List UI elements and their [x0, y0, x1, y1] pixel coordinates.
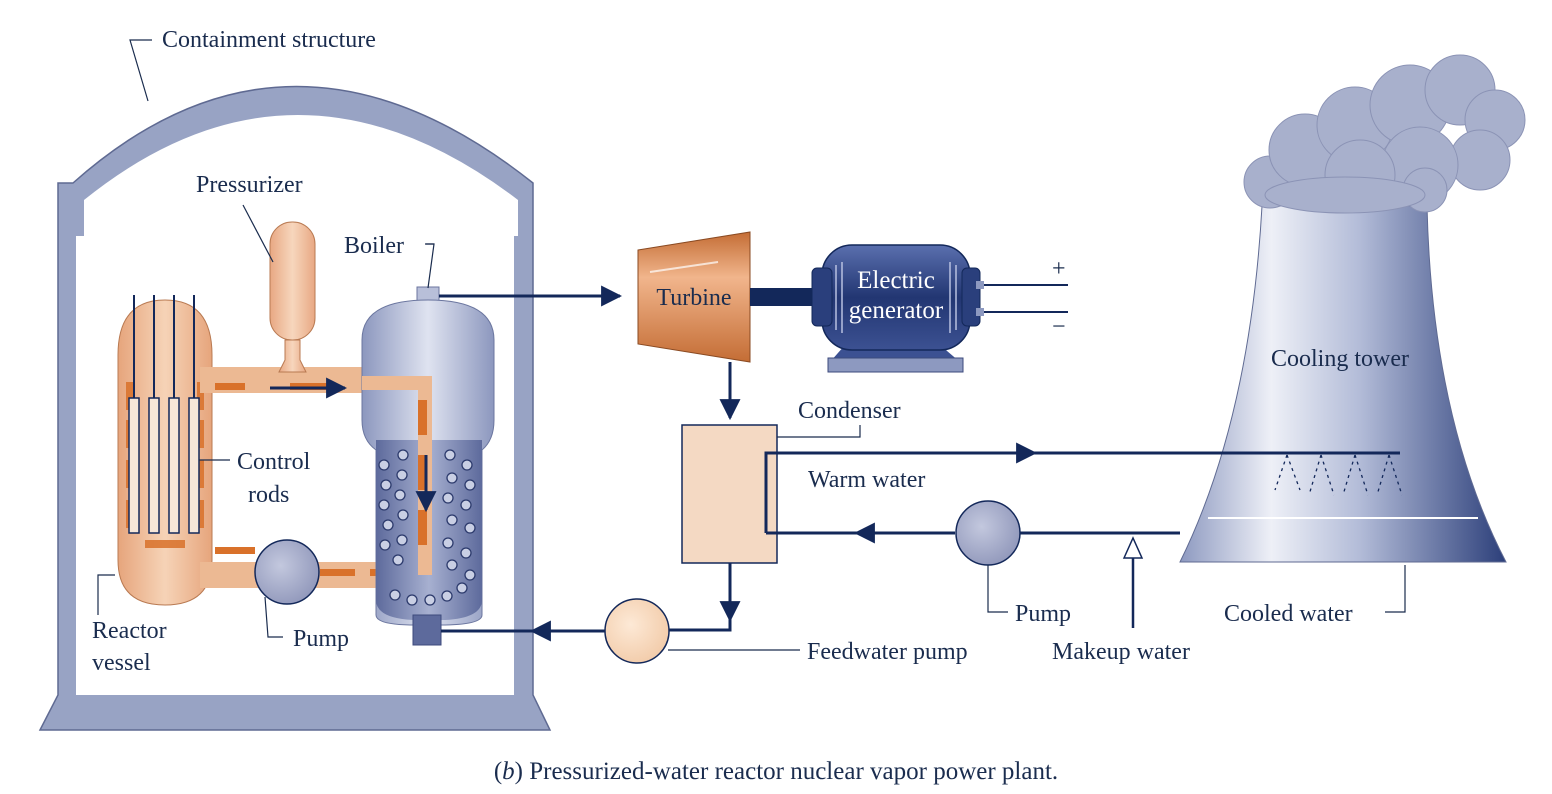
turbine — [637, 231, 751, 363]
pressurizer — [269, 221, 316, 373]
label-cooling-pump: Pump — [1015, 601, 1071, 627]
makeup-water-inlet — [1122, 536, 1144, 628]
label-reactor-vessel-line1: Reactor — [92, 618, 167, 644]
control-rods — [128, 295, 200, 534]
caption-letter: b — [502, 758, 515, 785]
label-feedwater-pump: Feedwater pump — [807, 639, 968, 665]
label-warm-water: Warm water — [808, 467, 925, 493]
cooling-pump — [955, 500, 1021, 566]
turbine-shaft — [750, 288, 830, 306]
label-reactor-vessel-line2: vessel — [92, 650, 151, 676]
steam-cloud — [1243, 54, 1526, 214]
cooling-tower — [1179, 205, 1507, 563]
caption-text: Pressurized-water reactor nuclear vapor … — [523, 758, 1058, 785]
label-condenser: Condenser — [798, 398, 901, 424]
condensate-line — [668, 563, 732, 632]
label-turbine: Turbine — [656, 285, 731, 311]
label-makeup-water: Makeup water — [1052, 639, 1190, 665]
label-control-rods-line2: rods — [248, 482, 289, 508]
label-control-rods-line1: Control — [237, 449, 311, 475]
primary-pump — [254, 539, 320, 605]
label-generator-line1: Electric — [857, 267, 935, 294]
label-pressurizer: Pressurizer — [196, 172, 303, 198]
generator-terminals — [976, 281, 1068, 316]
leader-lines — [97, 39, 1406, 651]
electric-generator — [811, 244, 981, 373]
cooling-water-loop — [764, 442, 1400, 544]
label-containment-structure: Containment structure — [162, 27, 376, 53]
label-negative-terminal: − — [1052, 314, 1066, 340]
label-primary-pump: Pump — [293, 626, 349, 652]
label-cooling-tower: Cooling tower — [1271, 346, 1409, 372]
figure-caption: (b) Pressurized-water reactor nuclear va… — [494, 758, 1058, 785]
label-boiler: Boiler — [344, 233, 404, 259]
boiler — [361, 286, 495, 646]
feedwater-pump — [604, 598, 670, 664]
label-cooled-water: Cooled water — [1224, 601, 1353, 627]
label-positive-terminal: + — [1052, 256, 1066, 282]
label-generator-line2: generator — [849, 297, 944, 324]
condenser — [681, 424, 778, 564]
